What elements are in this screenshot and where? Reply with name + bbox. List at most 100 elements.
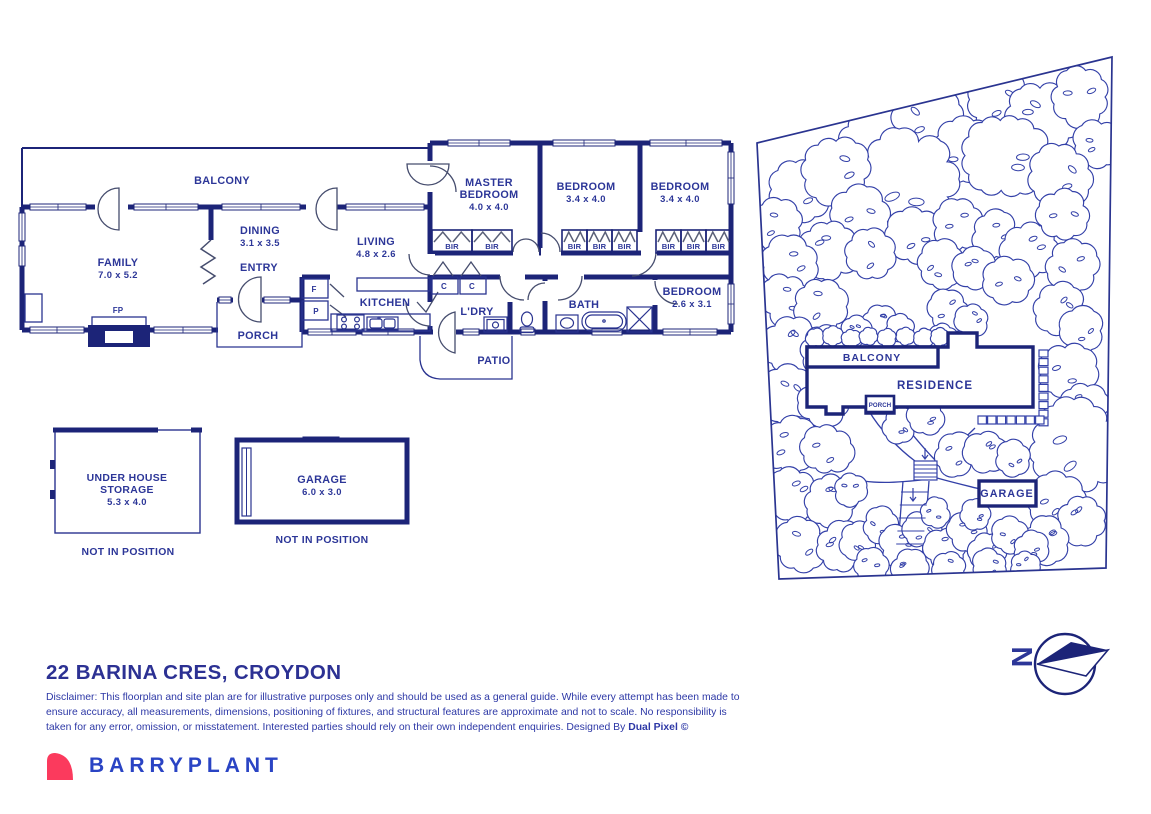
kitchen-island — [356, 277, 431, 292]
site-buildings — [805, 331, 1049, 545]
closet-fold-doors — [432, 260, 482, 277]
laundry-trough-icon — [483, 316, 508, 333]
thin-features — [24, 239, 513, 380]
storage-box: UNDER HOUSE STORAGE 5.3 x 4.0 NOT IN POS… — [50, 427, 202, 558]
master-dims: 4.0 x 4.0 — [469, 201, 509, 212]
site-plan: BALCONY RESIDENCE PORCH GARAGE — [756, 55, 1113, 580]
garage-box: GARAGE 6.0 x 3.0 NOT IN POSITION — [234, 437, 410, 546]
kitchen-label: KITCHEN — [360, 297, 410, 309]
floor-plan: BALCONY FAMILY 7.0 x 5.2 DINING 3.1 x 3.… — [18, 139, 735, 444]
porch-label: PORCH — [238, 330, 279, 342]
bed3-dims: 3.4 x 4.0 — [660, 193, 700, 204]
door-arc-wc — [527, 282, 546, 301]
fold-door-pantry — [329, 283, 347, 318]
door-arc-bed3 — [631, 251, 657, 277]
north-arrow: N — [1005, 632, 1111, 696]
storage-label-1: UNDER HOUSE — [87, 473, 168, 484]
pantry-closet — [301, 300, 329, 321]
door-entry — [237, 276, 262, 323]
closet-c1 — [431, 276, 459, 295]
c1-label: C — [441, 282, 447, 291]
disclaimer-body: Disclaimer: This floorplan and site plan… — [46, 692, 740, 734]
bed4-dims: 2.6 x 3.1 — [672, 298, 712, 309]
site-trees — [757, 65, 1112, 579]
site-boundary — [756, 55, 1113, 580]
bathtub-icon — [581, 311, 627, 332]
storage-label-2: STORAGE — [100, 485, 154, 496]
shower-icon — [626, 306, 653, 333]
step-zigzag — [199, 239, 217, 285]
page-title: 22 BARINA CRES, CROYDON — [46, 661, 342, 684]
bir-label: BIR — [618, 242, 632, 251]
door-arc-bed2 — [540, 232, 561, 253]
dining-dims: 3.1 x 3.5 — [240, 237, 280, 248]
toilet-icon — [519, 311, 535, 334]
storage-dims: 5.3 x 4.0 — [107, 496, 147, 507]
fridge-closet — [301, 278, 329, 299]
door-arc-master-hall-1 — [512, 238, 527, 253]
site-porch-outline — [864, 394, 896, 414]
sink-icon — [366, 316, 399, 331]
bir-label: BIR — [445, 242, 459, 251]
hearth — [91, 316, 147, 327]
floorplan-labels: BALCONY FAMILY 7.0 x 5.2 DINING 3.1 x 3.… — [98, 175, 726, 367]
family-dims: 7.0 x 5.2 — [98, 269, 138, 280]
stove-icon — [336, 314, 365, 331]
bir-label: BIR — [687, 242, 701, 251]
site-balcony-outline — [805, 345, 940, 369]
door-patio — [437, 311, 456, 354]
p-label: P — [313, 307, 319, 316]
garden-steps — [896, 448, 938, 545]
kitchen-bench — [330, 313, 431, 332]
door-balcony-hall — [406, 163, 450, 186]
bath-label: BATH — [569, 299, 600, 311]
balcony-label: BALCONY — [194, 175, 250, 187]
site-labels: BALCONY RESIDENCE PORCH GARAGE — [843, 353, 1033, 500]
bir-label: BIR — [485, 242, 499, 251]
garage-dims: 6.0 x 3.0 — [302, 486, 342, 497]
site-garage-label: GARAGE — [980, 488, 1033, 500]
storage-note: NOT IN POSITION — [82, 547, 175, 558]
door-arc-living — [408, 253, 431, 276]
c2-label: C — [469, 282, 475, 291]
fold-door-kitchen — [416, 291, 439, 314]
compass-north-letter: N — [1005, 646, 1037, 667]
doors — [97, 163, 679, 354]
compass-arrow-filled — [1037, 642, 1108, 664]
family-label: FAMILY — [98, 257, 139, 269]
garage-label: GARAGE — [297, 474, 347, 486]
door-balcony-family — [97, 187, 120, 231]
brand-name: BARRYPLANT — [89, 754, 283, 777]
site-balcony-label: BALCONY — [843, 353, 901, 364]
bir-label: BIR — [568, 242, 582, 251]
door-arc-bed4 — [654, 280, 679, 305]
patio-label: PATIO — [477, 355, 510, 367]
bir-label: BIR — [662, 242, 676, 251]
disclaimer-text: Disclaimer: This floorplan and site plan… — [46, 690, 752, 736]
door-balcony-living — [315, 187, 338, 231]
bed2-dims: 3.4 x 4.0 — [566, 193, 606, 204]
door-arc-master-hall-2 — [525, 238, 540, 253]
door-arc-hall — [499, 275, 525, 301]
closet-c2 — [459, 276, 487, 295]
site-residence-label: RESIDENCE — [897, 380, 973, 392]
family-cabinet — [24, 293, 43, 323]
door-arc-bath — [557, 275, 583, 301]
fixtures — [336, 306, 653, 334]
brand-row: BARRYPLANT — [46, 752, 283, 780]
site-porch-label: PORCH — [869, 402, 892, 409]
living-dims: 4.8 x 2.6 — [356, 248, 396, 259]
f-label: F — [311, 285, 316, 294]
fireplace — [88, 325, 150, 347]
fp-label: FP — [113, 306, 124, 315]
entry-label: ENTRY — [240, 262, 278, 274]
bed2-label: BEDROOM — [557, 181, 616, 193]
porch-outline — [216, 302, 303, 348]
master-label-2: BEDROOM — [460, 189, 519, 201]
door-arc-master — [429, 165, 457, 193]
door-arc-kitchen — [405, 301, 431, 327]
built-in-robes — [431, 229, 732, 254]
deck-squares — [977, 349, 1049, 427]
